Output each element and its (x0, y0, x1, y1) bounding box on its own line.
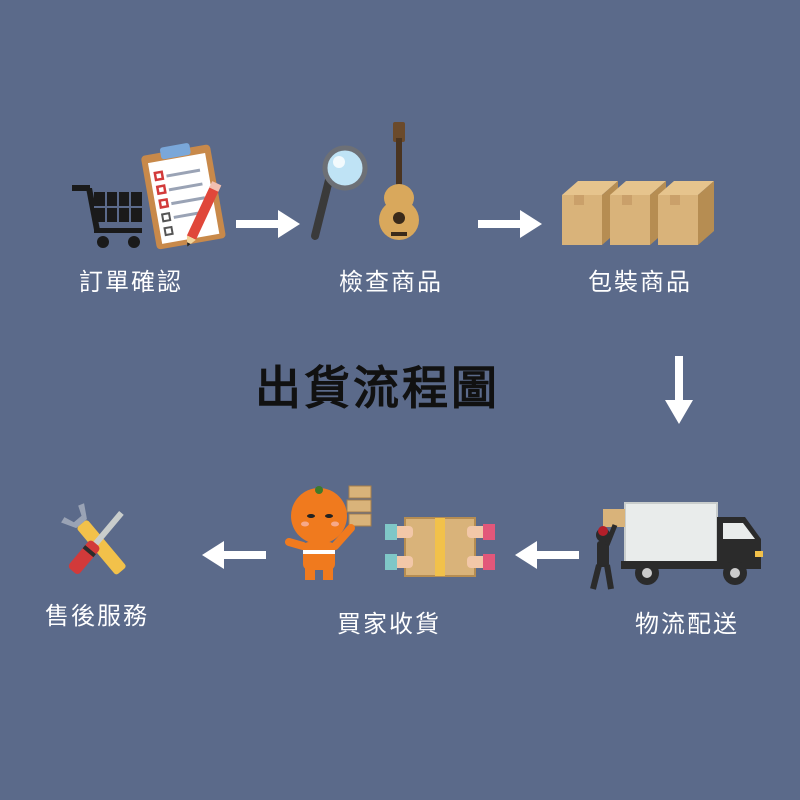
arrow-right-icon (236, 210, 300, 238)
buyer-receiving-icon (285, 485, 495, 580)
cart-clipboard-icon (72, 143, 226, 250)
step-label-buyer-receive: 買家收貨 (337, 610, 441, 638)
step-label-inspect: 檢查商品 (339, 268, 443, 296)
step-label-delivery: 物流配送 (635, 610, 739, 638)
step-label-order-confirm: 訂單確認 (79, 268, 183, 296)
arrow-left-icon (515, 541, 579, 569)
step-label-after-sales: 售後服務 (45, 602, 149, 630)
step-label-packaging: 包裝商品 (588, 268, 692, 296)
arrow-right-icon (478, 210, 542, 238)
tools-icon (61, 503, 126, 575)
delivery-truck-icon (590, 502, 763, 590)
magnifier-guitar-icon (311, 122, 419, 240)
arrow-down-icon (665, 356, 693, 424)
boxes-icon (562, 181, 714, 245)
arrow-left-icon (202, 541, 266, 569)
diagram-title: 出貨流程圖 (255, 361, 500, 415)
